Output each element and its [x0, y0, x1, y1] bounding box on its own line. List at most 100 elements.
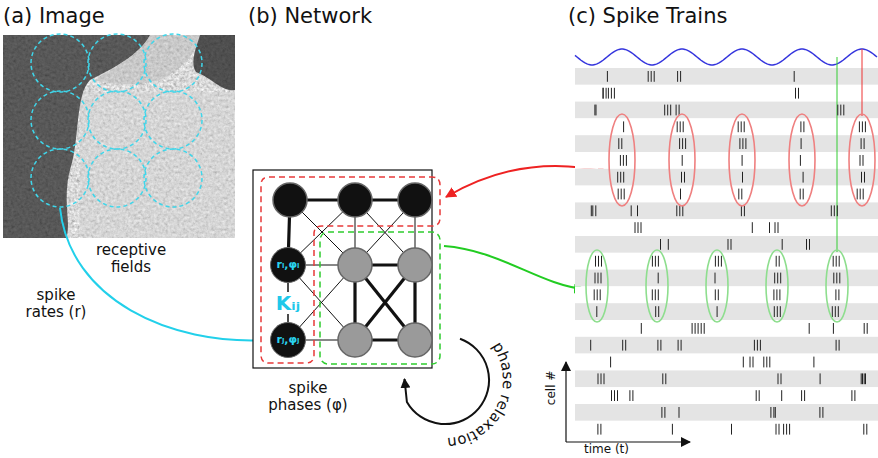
red-sync-ellipse: [849, 114, 875, 206]
receptive-field-circles: [31, 149, 89, 207]
row-stripe: [575, 236, 878, 253]
spike-tick: [611, 357, 814, 368]
green-sync-ellipse: [586, 250, 608, 322]
row-stripe: [575, 370, 878, 387]
receptive-field-circles: [31, 91, 89, 149]
row-stripe: [575, 337, 878, 354]
row-stripe: [575, 387, 878, 404]
photo: [95, 35, 200, 84]
coupling-lines: [288, 200, 415, 340]
row-stripe: [575, 152, 878, 169]
synchrony-ellipses: [586, 114, 875, 322]
spike-tick: [603, 88, 798, 99]
green-phase-line: [837, 57, 838, 252]
panel-title: (c) Spike Trains: [568, 4, 727, 28]
spike-ticks: [591, 71, 868, 435]
axes: [565, 362, 566, 442]
spike-tick: [591, 340, 839, 351]
spike-tick: [618, 172, 865, 183]
row-stripe: [575, 421, 878, 438]
spike-tick: [595, 273, 840, 284]
neuron-circles: [398, 183, 432, 217]
row-stripe: [575, 219, 878, 236]
relaxation-arrow: [405, 339, 490, 424]
row-stripe: [575, 186, 878, 203]
green-sync-ellipse: [646, 250, 668, 322]
receptive-field-circles: [88, 91, 146, 149]
spike-tick: [598, 424, 867, 435]
receptive-field-circles: [88, 149, 146, 207]
spike-tick: [607, 71, 794, 82]
panel-title: (b) Network: [248, 4, 372, 28]
panel-title: (a) Image: [3, 4, 105, 28]
spike-tick: [635, 222, 778, 233]
curved-label: phase relaxation: [446, 338, 517, 452]
receptive-field-circles: [144, 34, 202, 92]
neuron-circles: [398, 323, 432, 357]
receptive-field-circles: [31, 34, 202, 207]
row-stripe: [575, 354, 878, 371]
coupling-lines: [288, 200, 415, 340]
receptive-field-circles: [31, 34, 89, 92]
green-sync-ellipse: [826, 250, 848, 322]
neuron-node: rⱼ,φⱼ: [270, 322, 306, 358]
spike-tick: [594, 289, 839, 300]
neuron-node: rᵢ,φᵢ: [270, 247, 306, 283]
axis-label: cell #: [545, 371, 559, 406]
axis-label: time (t): [584, 443, 629, 457]
green-sync-ellipse: [766, 250, 788, 322]
row-stripe: [575, 102, 878, 119]
coupling-lines: [288, 200, 415, 340]
spike-tick: [620, 155, 863, 166]
row-stripe: [575, 68, 878, 85]
spike-tick: [595, 105, 844, 116]
spike-tick: [662, 407, 823, 418]
row-stripe: [575, 118, 878, 135]
neuron-circles: [338, 248, 372, 282]
row-stripe: [575, 169, 878, 186]
receptive-field-circles: [144, 91, 202, 149]
annotation: receptive fields: [88, 242, 174, 277]
red-group-outline: [261, 177, 440, 363]
green-group-outline: [320, 232, 440, 364]
photo: [80, 92, 235, 238]
network-frame: [253, 170, 432, 368]
photo: [3, 35, 235, 238]
axes: [566, 362, 690, 442]
spike-tick: [661, 239, 810, 250]
receptive-field-circles: [144, 149, 202, 207]
spike-tick: [624, 121, 866, 132]
red-phase-line: [862, 49, 863, 116]
arc-text-layer: phase relaxation: [446, 338, 517, 452]
red-sync-ellipse: [609, 114, 635, 206]
neuron-circles: [273, 183, 307, 217]
annotation: spike phases (φ): [262, 380, 354, 415]
coupling-label: Kᵢⱼ: [274, 292, 302, 314]
row-stripe: [575, 85, 878, 102]
red-sync-ellipse: [669, 114, 695, 206]
neuron-circles: [398, 248, 432, 282]
annotation: spike rates (r): [16, 287, 96, 322]
neuron-circles: [338, 183, 372, 217]
oscillation-wave: [575, 49, 877, 65]
red-sync-ellipse: [789, 114, 815, 206]
spike-tick: [619, 138, 864, 149]
spike-tick: [598, 373, 866, 384]
green-sync-ellipse: [706, 250, 728, 322]
spike-tick: [612, 390, 855, 401]
neuron-state-label: rᵢ,φᵢ: [276, 259, 299, 271]
green-group-arrow: [444, 246, 584, 289]
receptive-field-circles: [88, 34, 146, 92]
spike-tick: [641, 323, 867, 334]
rate-arrow: [60, 208, 266, 340]
photo: [193, 35, 235, 90]
spike-tick: [618, 189, 863, 200]
spike-tick: [597, 306, 839, 317]
neuron-circles: [338, 323, 372, 357]
